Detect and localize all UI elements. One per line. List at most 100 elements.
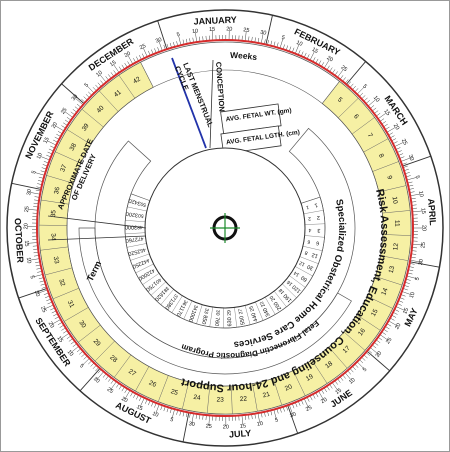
day-number: 5 bbox=[31, 170, 38, 175]
fetal-length-value: 33 bbox=[202, 307, 209, 314]
fetal-cell-divider bbox=[127, 206, 147, 212]
fetal-weight-value: 1000 bbox=[187, 309, 197, 323]
week-number: 27 bbox=[127, 368, 137, 378]
fetal-weight-value: 3200 bbox=[126, 210, 139, 218]
day-number: 30 bbox=[188, 421, 195, 428]
fetal-length-value: 16 bbox=[286, 279, 294, 287]
week-divider bbox=[67, 129, 92, 145]
fetal-weight-value: 3000 bbox=[125, 224, 137, 230]
day-tick bbox=[178, 35, 182, 46]
day-tick bbox=[279, 38, 284, 49]
fetal-cell-divider bbox=[302, 245, 323, 251]
fetal-weight-value: 260 bbox=[273, 300, 283, 311]
day-tick bbox=[70, 346, 79, 353]
day-number: 15 bbox=[240, 423, 247, 430]
fetal-weight-value: 850 bbox=[200, 314, 208, 324]
fetal-cell-divider bbox=[304, 235, 325, 238]
day-tick bbox=[27, 209, 38, 211]
day-tick bbox=[82, 358, 90, 366]
fetal-length-value: 50 bbox=[138, 212, 145, 219]
fetal-length-value: 18 bbox=[278, 287, 286, 295]
day-tick bbox=[142, 47, 148, 57]
week-number: 17 bbox=[342, 345, 352, 355]
fetal-cell-divider bbox=[183, 300, 193, 320]
day-tick bbox=[97, 371, 104, 380]
day-number: 10 bbox=[192, 28, 199, 35]
week-divider bbox=[351, 117, 375, 135]
fetal-cell-divider bbox=[126, 243, 147, 248]
day-number: 15 bbox=[311, 47, 319, 55]
month-divider bbox=[61, 83, 85, 104]
day-number: 30 bbox=[26, 189, 33, 196]
fetal-length-value: 47 bbox=[137, 235, 143, 242]
day-number: 25 bbox=[106, 387, 114, 395]
fetal-length-value: 34 bbox=[191, 304, 199, 312]
week-divider bbox=[118, 75, 136, 99]
day-number: 5 bbox=[414, 175, 421, 179]
week-number: 30 bbox=[77, 319, 87, 329]
fetal-cell-divider bbox=[130, 253, 150, 261]
day-tick bbox=[370, 347, 379, 355]
day-tick bbox=[288, 404, 293, 415]
week-divider bbox=[372, 161, 399, 172]
week-number: 15 bbox=[370, 308, 380, 318]
day-tick bbox=[273, 409, 277, 420]
week-divider bbox=[378, 185, 407, 193]
week-divider bbox=[311, 359, 328, 384]
day-tick bbox=[155, 404, 160, 414]
fetal-cell-divider bbox=[282, 283, 297, 298]
fetal-cell-divider bbox=[255, 301, 264, 321]
fetal-length-value: 45 bbox=[139, 246, 146, 253]
day-tick bbox=[139, 397, 145, 407]
week-number: 19 bbox=[305, 373, 315, 383]
fetal-length-value: 42 bbox=[148, 267, 156, 275]
day-number: 5 bbox=[361, 83, 367, 89]
lmp-pointer[interactable] bbox=[171, 57, 207, 149]
day-number: 25 bbox=[385, 337, 393, 345]
week-divider bbox=[356, 314, 381, 331]
day-number: 25 bbox=[400, 138, 408, 146]
fetal-weight-value: 120 bbox=[291, 283, 302, 294]
week-number: 6 bbox=[352, 113, 360, 121]
day-number: 5 bbox=[362, 367, 368, 373]
day-tick bbox=[303, 398, 309, 408]
week-number: 14 bbox=[380, 287, 389, 297]
fetal-cell-divider bbox=[150, 281, 166, 296]
weeks-label: Weeks bbox=[230, 50, 258, 62]
week-divider bbox=[182, 381, 189, 410]
fetal-length-value: 27 bbox=[238, 308, 245, 315]
month-label: APRIL bbox=[426, 198, 438, 226]
week-divider bbox=[367, 296, 393, 309]
red-ring bbox=[36, 39, 414, 417]
month-divider bbox=[345, 61, 367, 85]
week-divider bbox=[52, 287, 80, 300]
fetal-weight-value: 3 bbox=[317, 227, 320, 233]
day-number: 20 bbox=[421, 225, 427, 231]
week-divider bbox=[46, 175, 74, 184]
day-tick bbox=[260, 33, 264, 44]
conception-line bbox=[209, 59, 214, 149]
fetal-weight-value: 1 bbox=[314, 201, 318, 208]
day-number: 15 bbox=[420, 208, 427, 215]
month-divider bbox=[182, 412, 190, 443]
fetal-weight-value: 340 bbox=[262, 307, 271, 318]
day-number: 20 bbox=[51, 121, 59, 129]
fetal-length-value: 12 bbox=[298, 259, 306, 267]
day-tick bbox=[412, 210, 423, 213]
fetal-weight-value: 60 bbox=[300, 274, 308, 282]
week-number: 31 bbox=[66, 299, 76, 309]
week-divider bbox=[322, 81, 340, 104]
week-divider bbox=[135, 366, 150, 392]
day-number: 5 bbox=[176, 32, 180, 39]
day-number: 20 bbox=[23, 223, 29, 229]
day-tick bbox=[99, 74, 107, 83]
day-tick bbox=[40, 156, 50, 161]
day-tick bbox=[113, 64, 120, 73]
delivery-line-a bbox=[47, 215, 147, 229]
day-tick bbox=[356, 86, 365, 95]
day-number: 10 bbox=[151, 411, 159, 419]
day-number: 30 bbox=[155, 37, 163, 45]
day-number: 10 bbox=[36, 152, 44, 160]
